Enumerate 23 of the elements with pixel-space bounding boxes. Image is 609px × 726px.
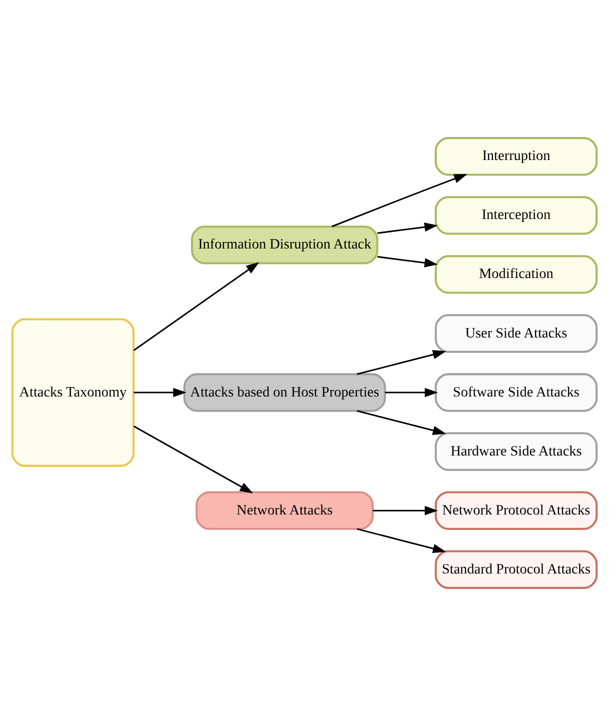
node-box: Software Side Attacks (434, 373, 598, 412)
arrow (134, 388, 186, 398)
node-box: User Side Attacks (434, 314, 598, 353)
arrow (377, 222, 438, 234)
arrow (332, 174, 468, 228)
arrow (372, 506, 438, 516)
node-box: Attacks based on Host Properties (183, 373, 386, 412)
node-box: Information Disruption Attack (191, 226, 378, 264)
node-box: Attacks Taxonomy (11, 318, 135, 467)
arrow (133, 262, 260, 352)
node-box: Hardware Side Attacks (434, 432, 598, 471)
arrow (356, 350, 446, 375)
node-box: Interception (434, 196, 598, 235)
node-box: Network Protocol Attacks (434, 491, 598, 530)
arrow (356, 410, 446, 435)
node-box: Modification (434, 255, 598, 294)
arrow (356, 528, 446, 554)
arrow (133, 426, 254, 494)
node-box: Network Attacks (196, 491, 374, 530)
arrow (385, 388, 438, 398)
node-box: Standard Protocol Attacks (434, 550, 598, 589)
node-box: Interruption (434, 137, 598, 176)
arrow (377, 256, 438, 268)
